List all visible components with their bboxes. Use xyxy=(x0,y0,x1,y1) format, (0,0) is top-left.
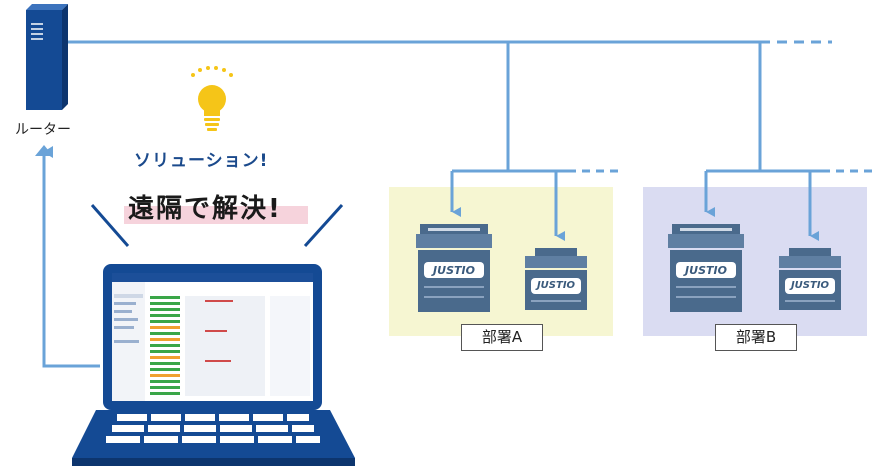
headline-highlight xyxy=(124,206,308,224)
printer-brand-a1: JUSTIO xyxy=(433,264,475,277)
printer-large-b xyxy=(668,224,744,312)
department-b-label: 部署B xyxy=(715,324,797,351)
accent-line-left xyxy=(90,204,130,247)
printer-small-a xyxy=(525,248,587,310)
department-a-label: 部署A xyxy=(461,324,543,351)
accent-line-right xyxy=(303,203,344,248)
screen-rows xyxy=(150,296,180,395)
printer-brand-b1: JUSTIO xyxy=(685,264,727,277)
headline-title: 遠隔で解決! xyxy=(128,194,282,224)
arrow-up-router xyxy=(35,145,53,156)
laptop-router-line xyxy=(42,156,100,368)
printer-small-b xyxy=(779,248,841,310)
printer-brand-b2: JUSTIO xyxy=(790,280,830,291)
printer-large-a xyxy=(416,224,492,312)
solution-label: ソリューション! xyxy=(134,151,269,171)
printer-brand-a2: JUSTIO xyxy=(536,280,576,291)
laptop-icon xyxy=(72,264,355,466)
lightbulb-icon xyxy=(191,66,233,131)
router-label: ルーター xyxy=(15,122,71,138)
router-icon xyxy=(26,4,68,110)
